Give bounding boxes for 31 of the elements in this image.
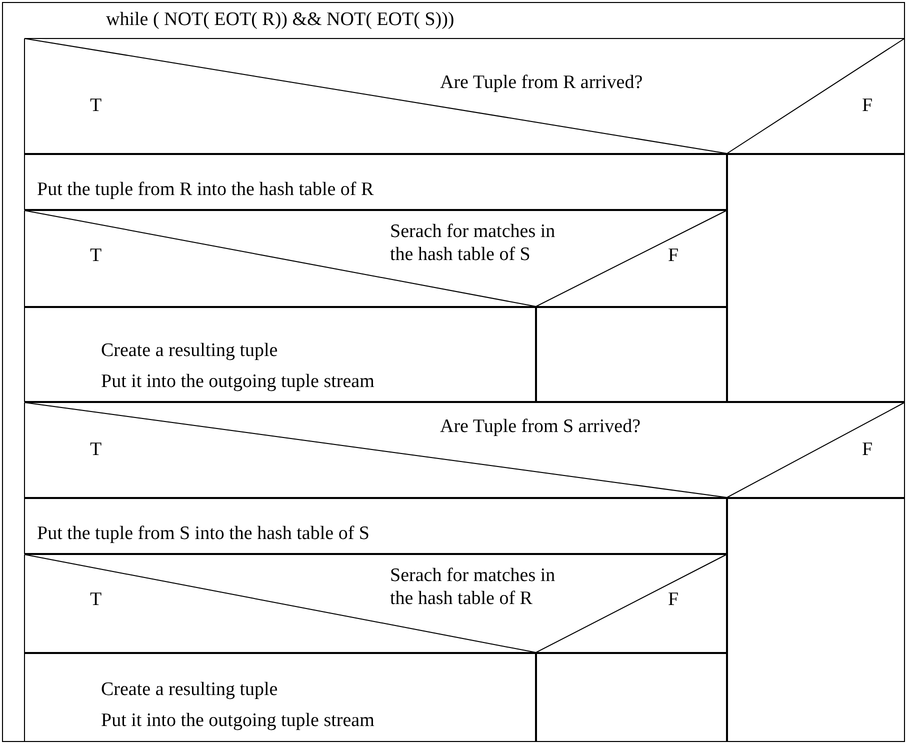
statement-text: Create a resulting tuple xyxy=(101,679,278,701)
decision-block xyxy=(24,402,905,498)
process-box xyxy=(24,653,536,742)
statement-text: Put the tuple from R into the hash table of R xyxy=(37,179,374,201)
statement-text: Put it into the outgoing tuple stream xyxy=(101,371,374,393)
empty-branch-box xyxy=(536,653,727,742)
statement-text: Create a resulting tuple xyxy=(101,340,278,362)
true-label: T xyxy=(90,95,102,117)
condition-text: Serach for matches in the hash table of S xyxy=(390,220,556,266)
process-box xyxy=(24,154,727,210)
condition-text: Serach for matches in the hash table of R xyxy=(390,564,556,610)
true-label: T xyxy=(90,439,102,461)
false-label: F xyxy=(862,95,873,117)
false-label: F xyxy=(668,245,679,267)
decision-block xyxy=(24,38,905,154)
empty-branch-box xyxy=(727,498,905,742)
false-label: F xyxy=(668,589,679,611)
process-box xyxy=(24,307,536,402)
true-label: T xyxy=(90,245,102,267)
condition-text: Are Tuple from S arrived? xyxy=(440,416,641,438)
true-label: T xyxy=(90,589,102,611)
empty-branch-box xyxy=(536,307,727,402)
condition-text: Are Tuple from R arrived? xyxy=(440,72,643,94)
decision-block xyxy=(24,554,727,653)
decision-block xyxy=(24,210,727,307)
process-box xyxy=(24,498,727,554)
statement-text: Put it into the outgoing tuple stream xyxy=(101,710,374,732)
loop-condition-text: while ( NOT( EOT( R)) && NOT( EOT( S))) xyxy=(106,9,454,31)
empty-branch-box xyxy=(727,154,905,402)
false-label: F xyxy=(862,439,873,461)
statement-text: Put the tuple from S into the hash table of S xyxy=(37,523,370,545)
